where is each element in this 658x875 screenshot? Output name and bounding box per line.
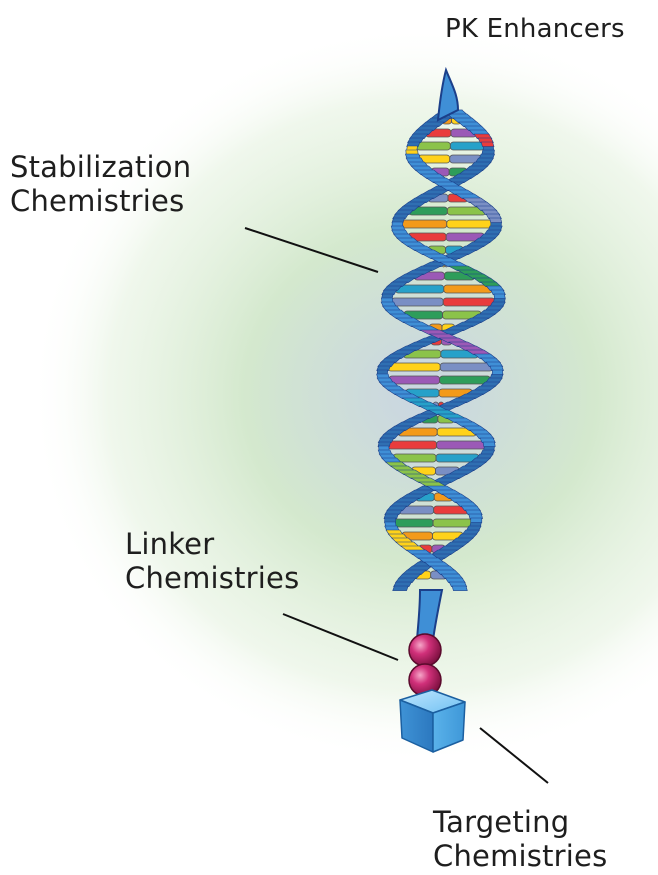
background-glow [30, 25, 658, 765]
label-stabilization-line2: Chemistries [10, 184, 191, 218]
label-stabilization-line1: Stabilization [10, 150, 191, 184]
base-pair-rung-right [450, 142, 484, 150]
base-pair-rung-left [389, 376, 440, 384]
base-pair-rung-left [388, 441, 437, 449]
label-linker-line2: Chemistries [125, 561, 299, 595]
base-pair-rung-left [416, 142, 450, 150]
label-linker-chemistries: Linker Chemistries [125, 527, 299, 595]
helix-strand-segment [481, 142, 494, 147]
label-pk-enhancers-text: PK Enhancers [445, 12, 625, 46]
helix-strand-segment [471, 518, 482, 523]
helix-strand-segment [483, 442, 495, 447]
label-stabilization-chemistries: Stabilization Chemistries [10, 150, 191, 218]
base-pair-rung-left [388, 363, 440, 371]
helix-strand-segment [490, 218, 502, 223]
base-pair-rung-left [391, 298, 443, 306]
label-pk-enhancers: PK Enhancers [445, 12, 625, 46]
label-targeting-chemistries: Targeting Chemistries [433, 805, 607, 873]
base-pair-rung-left [394, 519, 433, 527]
base-pair-rung-right [443, 298, 495, 306]
label-targeting-line1: Targeting [433, 805, 607, 839]
helix-strand-segment [393, 586, 409, 591]
linker-bead-upper [409, 634, 441, 666]
helix-strand-segment [452, 586, 467, 591]
base-pair-rung-right [447, 220, 493, 228]
base-pair-rung-right [437, 441, 486, 449]
base-pair-rung-right [440, 363, 492, 371]
helix-strand-segment [492, 370, 502, 375]
base-pair-rung-left [401, 220, 447, 228]
label-linker-line1: Linker [125, 527, 299, 561]
base-pair-rung-right [440, 376, 491, 384]
base-pair-rung-right [433, 519, 472, 527]
label-targeting-line2: Chemistries [433, 839, 607, 873]
helix-strand-segment [494, 294, 505, 299]
